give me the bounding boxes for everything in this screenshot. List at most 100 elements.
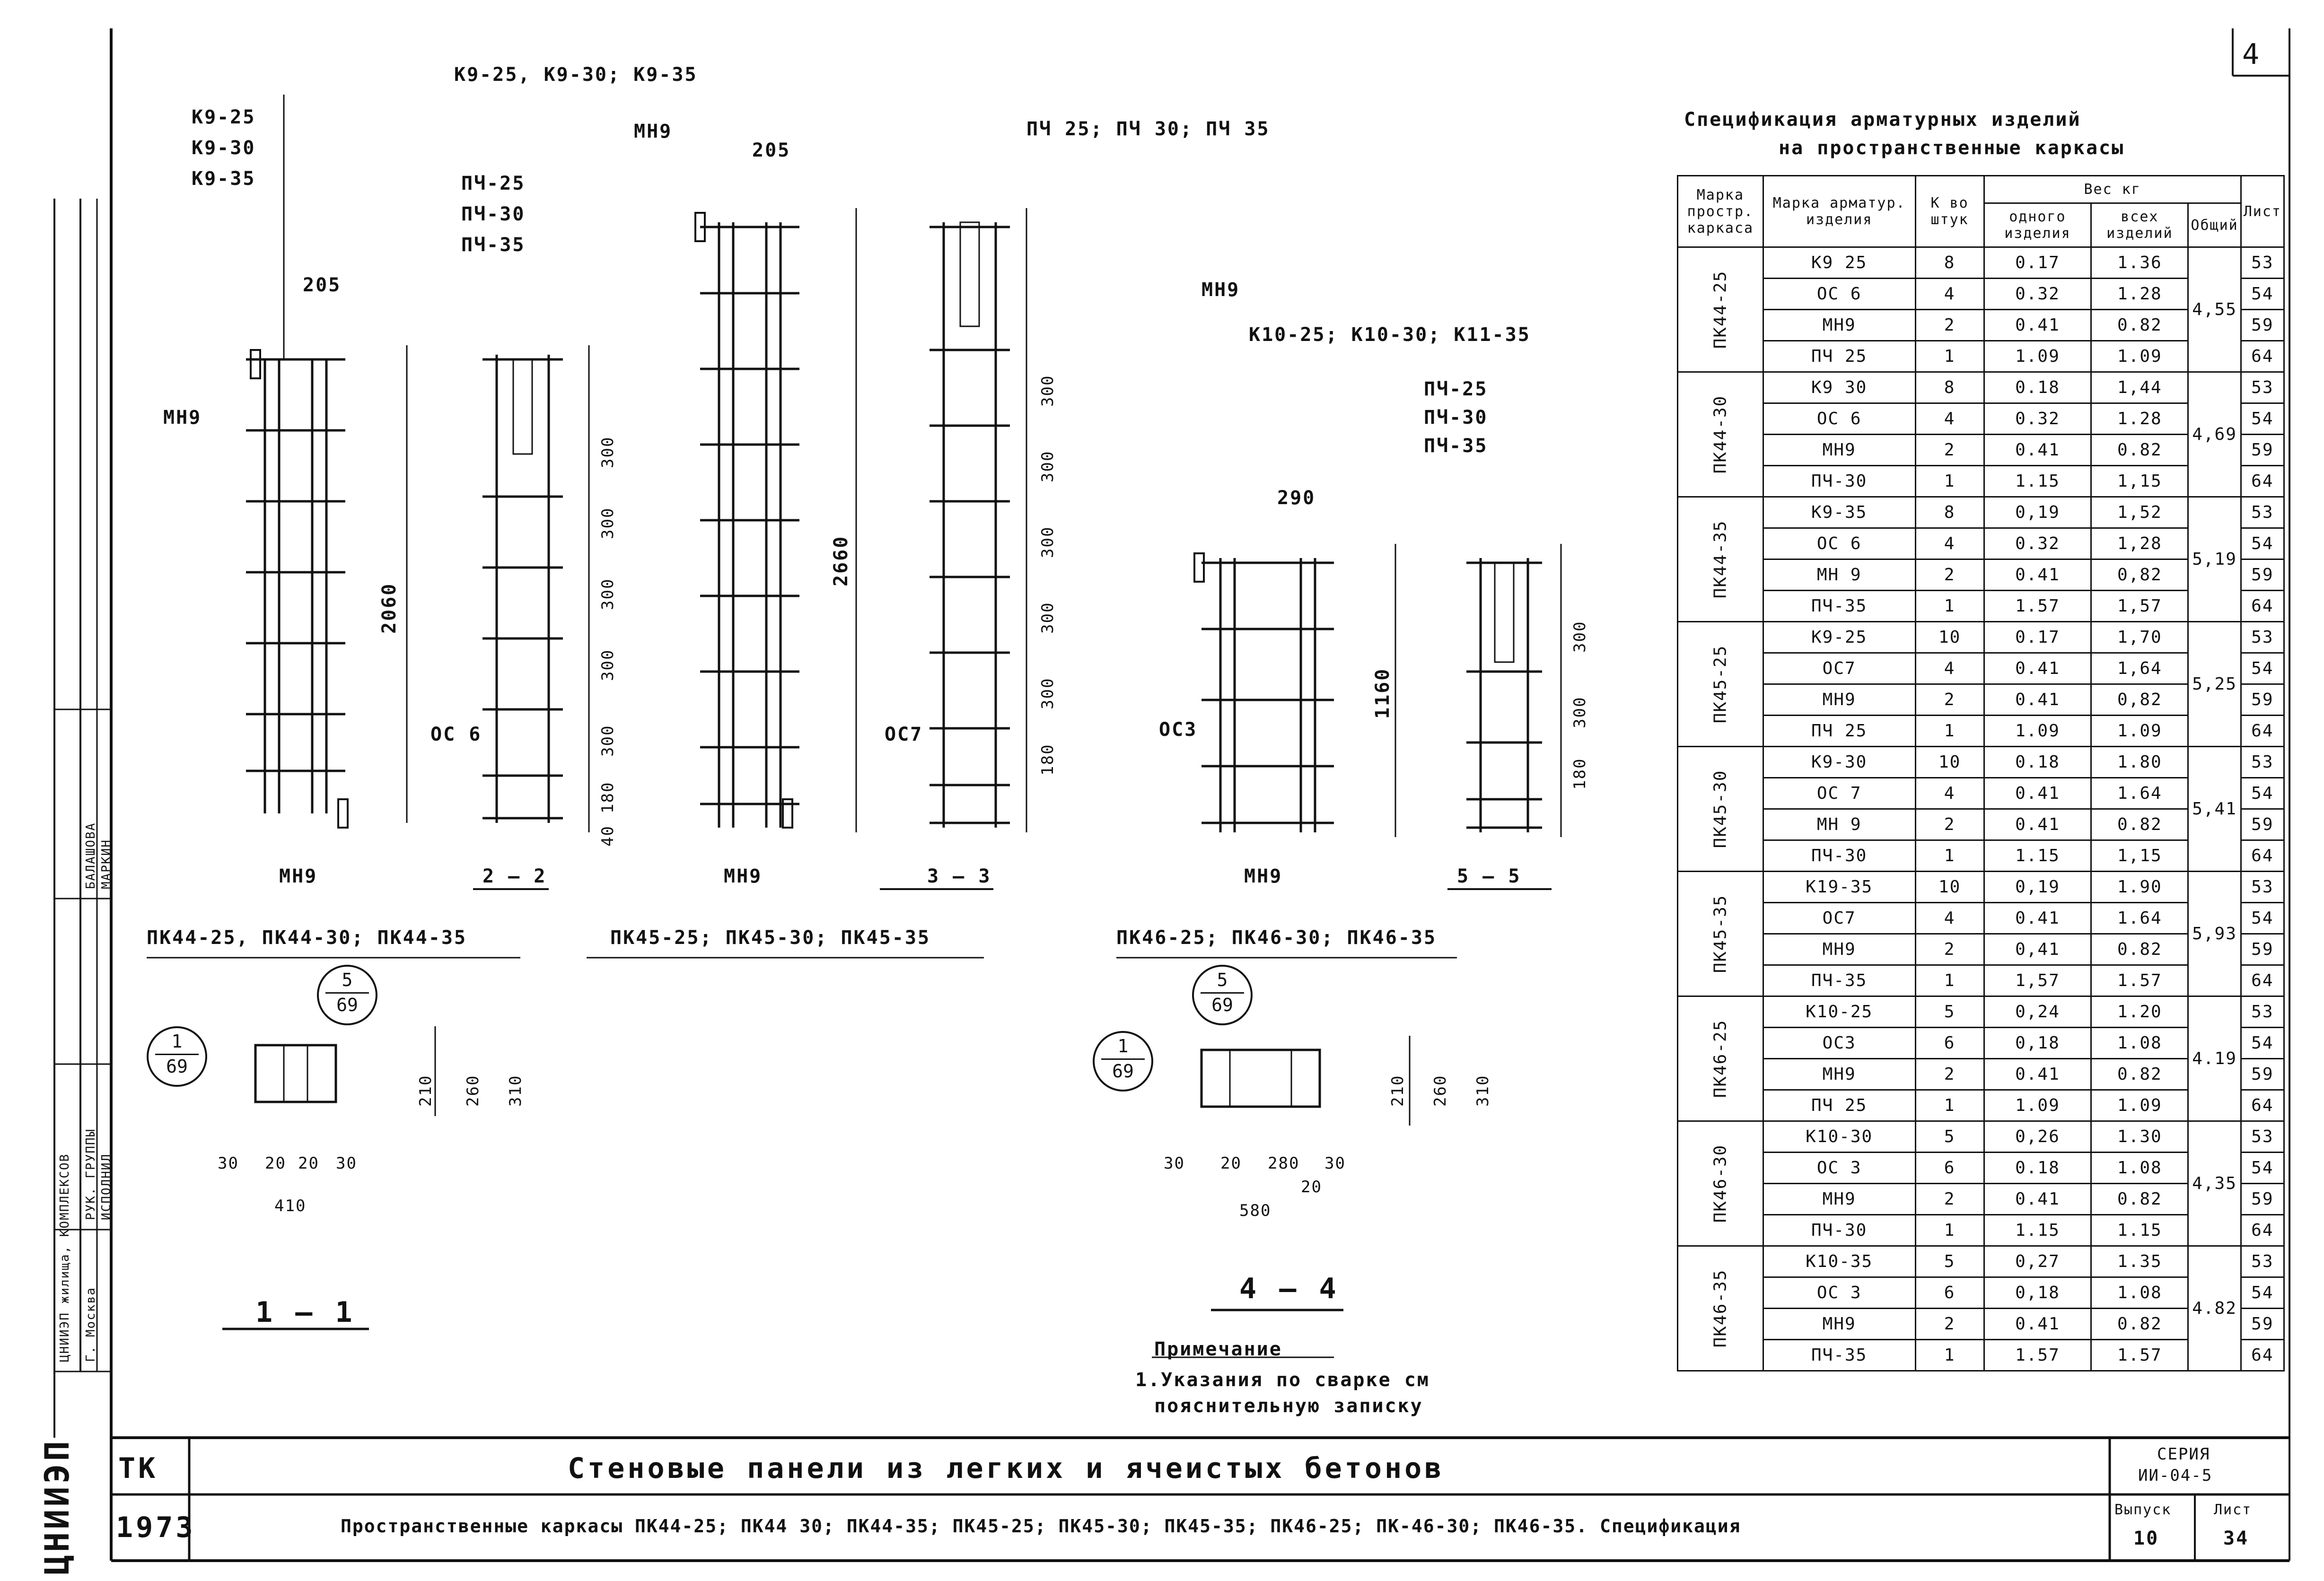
weight-total-cell: 5,25 [2187, 621, 2242, 747]
col-weight-total: Общий [2187, 202, 2242, 248]
item-mark-cell: К9-35 [1762, 496, 1916, 529]
label-os7: ОС7 [885, 724, 923, 745]
frame-mark: ПК46-30 [1710, 1144, 1730, 1223]
qty-cell: 10 [1914, 871, 1985, 903]
sheet-cell: 59 [2240, 1183, 2285, 1215]
weight-all-cell: 1.57 [2090, 1339, 2189, 1371]
weight-all-cell: 1,64 [2090, 652, 2189, 685]
issue-value: 10 [2133, 1528, 2159, 1549]
weight-all-cell: 1.09 [2090, 715, 2189, 747]
item-mark-cell: К9 30 [1762, 371, 1916, 404]
label-mn9-e: МН9 [1201, 279, 1240, 301]
stamp-name-1: БАЛАШОВА [84, 822, 98, 889]
stamp-org: ЦНИИЭП жилища, КОМПЛЕКСОВ [58, 1153, 72, 1362]
title-block-code: ТК [118, 1452, 158, 1485]
qty-cell: 4 [1914, 402, 1985, 435]
dim-4-4-210: 210 [1388, 1074, 1407, 1107]
step-300-k: 300 [1570, 620, 1589, 653]
dim-1-1-20b: 20 [298, 1154, 319, 1173]
frame-mark-cell: ПК44-35 [1677, 496, 1764, 622]
frame-mark-cell: ПК46-35 [1677, 1245, 1764, 1371]
weight-all-cell: 1.08 [2090, 1152, 2189, 1184]
sheet-cell: 53 [2240, 621, 2285, 654]
sheet-cell: 64 [2240, 1339, 2285, 1371]
dim-4-4-20a: 20 [1220, 1154, 1242, 1173]
weight-one-cell: 1.15 [1983, 1214, 2092, 1247]
weight-all-cell: 1.28 [2090, 278, 2189, 310]
step-180-a: 180 [598, 781, 617, 813]
qty-cell: 6 [1914, 1276, 1985, 1309]
weight-one-cell: 0.18 [1983, 1152, 2092, 1184]
qty-cell: 2 [1914, 1058, 1985, 1091]
label-k9-header: К9-25, К9-30; К9-35 [454, 64, 698, 86]
weight-all-cell: 0.82 [2090, 1308, 2189, 1340]
label-mn9-f: МН9 [1244, 865, 1283, 887]
weight-all-cell: 1.35 [2090, 1245, 2189, 1278]
weight-total-cell: 4,69 [2187, 371, 2242, 498]
label-pch-30: ПЧ-30 [461, 203, 526, 225]
item-mark-cell: ПЧ-35 [1762, 1339, 1916, 1371]
label-k9-25: К9-25 [192, 106, 256, 128]
weight-all-cell: 0,82 [2090, 683, 2189, 716]
weight-total-cell: 5,41 [2187, 746, 2242, 872]
qty-cell: 5 [1914, 996, 1985, 1028]
frame-mark: ПК44-25 [1710, 270, 1730, 349]
note-text-1: 1.Указания по сварке см [1135, 1369, 1430, 1391]
item-mark-cell: МН 9 [1762, 559, 1916, 591]
weight-all-cell: 1.08 [2090, 1027, 2189, 1059]
item-mark-cell: ПЧ-35 [1762, 590, 1916, 622]
sheet-cell: 54 [2240, 652, 2285, 685]
sheet-cell: 64 [2240, 590, 2285, 622]
col-weight-all: всех изделий [2090, 202, 2189, 248]
frame-mark: ПК44-30 [1710, 395, 1730, 474]
weight-all-cell: 1,52 [2090, 496, 2189, 529]
dim-1-1-410: 410 [274, 1197, 307, 1215]
sheet-value: 34 [2223, 1528, 2249, 1549]
item-mark-cell: ОС 6 [1762, 278, 1916, 310]
weight-total-cell: 4.82 [2187, 1245, 2242, 1371]
step-300-a: 300 [598, 436, 617, 468]
stamp-city: Г. Москва [84, 1287, 98, 1362]
frame-mark-cell: ПК45-30 [1677, 746, 1764, 872]
weight-all-cell: 0.82 [2090, 434, 2189, 466]
col-sheet: Лист [2240, 175, 2285, 248]
callout-1-69-b: 1 69 [1093, 1031, 1153, 1092]
qty-cell: 1 [1914, 1214, 1985, 1247]
qty-cell: 2 [1914, 309, 1985, 341]
label-pch-35: ПЧ-35 [461, 234, 526, 256]
qty-cell: 4 [1914, 278, 1985, 310]
qty-cell: 1 [1914, 839, 1985, 872]
weight-one-cell: 0,19 [1983, 871, 2092, 903]
qty-cell: 2 [1914, 683, 1985, 716]
item-mark-cell: ОС 6 [1762, 527, 1916, 560]
qty-cell: 8 [1914, 246, 1985, 279]
step-300-l: 300 [1570, 696, 1589, 728]
callout-5-69-a: 5 69 [317, 965, 377, 1025]
qty-cell: 4 [1914, 527, 1985, 560]
label-mn9-c: МН9 [634, 121, 673, 142]
weight-one-cell: 1.57 [1983, 1339, 2092, 1371]
item-mark-cell: ПЧ-30 [1762, 1214, 1916, 1247]
dim-4-4-280: 280 [1268, 1154, 1300, 1173]
qty-cell: 4 [1914, 777, 1985, 810]
weight-all-cell: 0.82 [2090, 933, 2189, 966]
weight-one-cell: 1.09 [1983, 1089, 2092, 1122]
sheet-cell: 64 [2240, 964, 2285, 997]
weight-all-cell: 0.82 [2090, 1183, 2189, 1215]
item-mark-cell: ПЧ-35 [1762, 964, 1916, 997]
qty-cell: 6 [1914, 1152, 1985, 1184]
dim-2060: 2060 [378, 582, 400, 634]
sheet-cell: 64 [2240, 839, 2285, 872]
qty-cell: 2 [1914, 559, 1985, 591]
spec-title-1: Спецификация арматурных изделий [1684, 109, 2081, 131]
frame-mark-cell: ПК44-25 [1677, 246, 1764, 373]
